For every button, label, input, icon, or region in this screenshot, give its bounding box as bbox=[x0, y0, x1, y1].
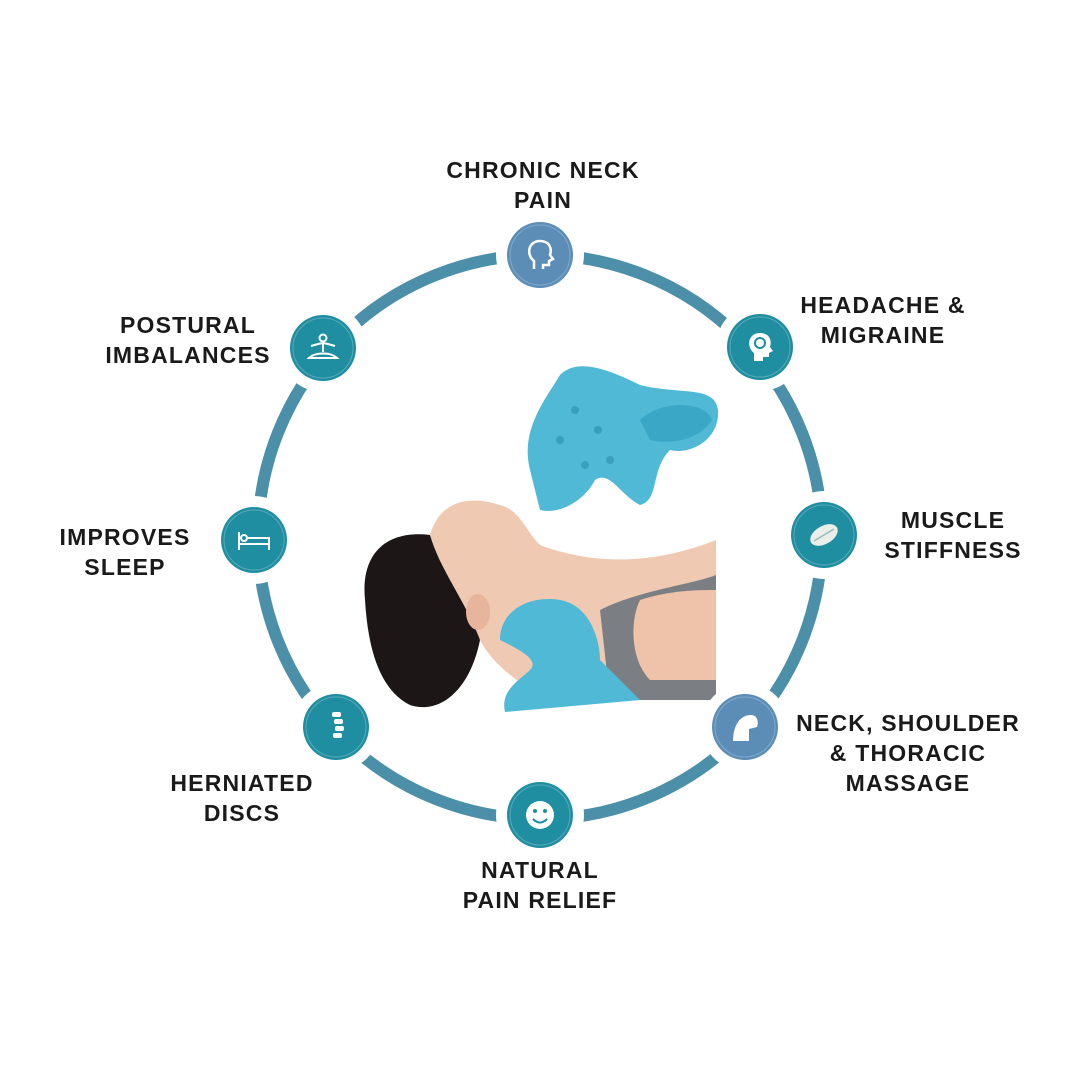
bed-icon bbox=[210, 496, 298, 584]
brain-head-icon bbox=[716, 303, 804, 391]
benefit-label-line: HERNIATED bbox=[170, 770, 314, 796]
benefit-label-line: MASSAGE bbox=[845, 770, 971, 796]
shoulder-icon bbox=[701, 683, 789, 771]
benefit-label-line: SLEEP bbox=[84, 554, 166, 580]
benefit-label: NECK, SHOULDER & THORACIC MASSAGE bbox=[796, 708, 1020, 798]
benefit-label-line: DISCS bbox=[203, 800, 281, 826]
benefit-label-line: PAIN bbox=[513, 187, 573, 213]
muscle-icon bbox=[780, 491, 868, 579]
benefit-label-line: MUSCLE bbox=[900, 507, 1006, 533]
benefit-label: POSTURAL IMBALANCES bbox=[105, 310, 270, 370]
smiley-icon bbox=[496, 771, 584, 859]
benefit-label-line: IMPROVES bbox=[59, 524, 191, 550]
benefit-label: HERNIATED DISCS bbox=[170, 768, 313, 828]
woman-using-pillow-image bbox=[364, 500, 716, 712]
benefit-label-line: STIFFNESS bbox=[884, 537, 1022, 563]
head-profile-icon bbox=[496, 211, 584, 299]
benefit-label: HEADACHE & MIGRAINE bbox=[800, 290, 965, 350]
benefit-label: MUSCLE STIFFNESS bbox=[884, 505, 1021, 565]
benefit-label: CHRONIC NECK PAIN bbox=[446, 155, 639, 215]
benefit-label-line: HEADACHE & bbox=[800, 292, 966, 318]
benefit-label-line: NATURAL bbox=[481, 857, 599, 883]
benefit-label: NATURAL PAIN RELIEF bbox=[463, 855, 618, 915]
spine-icon bbox=[292, 683, 380, 771]
benefit-label-line: IMBALANCES bbox=[105, 342, 271, 368]
benefit-label: IMPROVES SLEEP bbox=[59, 522, 190, 582]
meditation-icon bbox=[279, 304, 367, 392]
benefit-label-line: MIGRAINE bbox=[820, 322, 946, 348]
benefit-label-line: & THORACIC bbox=[829, 740, 987, 766]
benefit-label-line: CHRONIC NECK bbox=[446, 157, 640, 183]
benefit-label-line: POSTURAL bbox=[119, 312, 257, 338]
benefit-label-line: NECK, SHOULDER bbox=[796, 710, 1020, 736]
benefit-label-line: PAIN RELIEF bbox=[462, 887, 618, 913]
neck-pillow-image bbox=[527, 366, 719, 511]
